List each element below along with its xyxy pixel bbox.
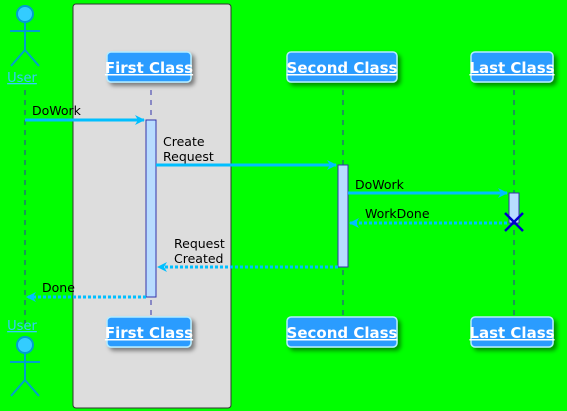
actor-user-top [10, 5, 40, 67]
actor-user-bottom [10, 336, 40, 397]
message-label-create: Create [163, 134, 205, 149]
participant-first-class-bottom [106, 316, 192, 348]
actor-label-user-top: User [7, 71, 37, 86]
participant-second-class-bottom [286, 316, 398, 348]
participant-first-class-top [106, 51, 192, 83]
message-label-request-2: Request [174, 236, 225, 251]
message-label-workdone: WorkDone [365, 206, 430, 221]
message-label-dowork-2: DoWork [355, 177, 405, 192]
participant-label-second-bottom: Second Class [287, 324, 398, 342]
participant-second-class-top [286, 51, 398, 83]
participant-last-class-bottom [470, 316, 554, 348]
message-label-created: Created [174, 251, 223, 266]
participant-label-first-top: First Class [105, 59, 193, 77]
message-label-dowork: DoWork [32, 103, 82, 118]
activation-first-class [145, 119, 157, 298]
participant-label-first-bottom: First Class [105, 324, 193, 342]
destroy-icon [504, 212, 524, 232]
participant-label-last-bottom: Last Class [469, 324, 554, 342]
participant-label-last-top: Last Class [469, 59, 554, 77]
activation-second-class [337, 164, 349, 268]
message-label-request: Request [163, 149, 214, 164]
participant-label-second-top: Second Class [287, 59, 398, 77]
actor-label-user-bottom: User [7, 319, 37, 334]
participant-last-class-top [470, 51, 554, 83]
message-label-done: Done [42, 280, 75, 295]
